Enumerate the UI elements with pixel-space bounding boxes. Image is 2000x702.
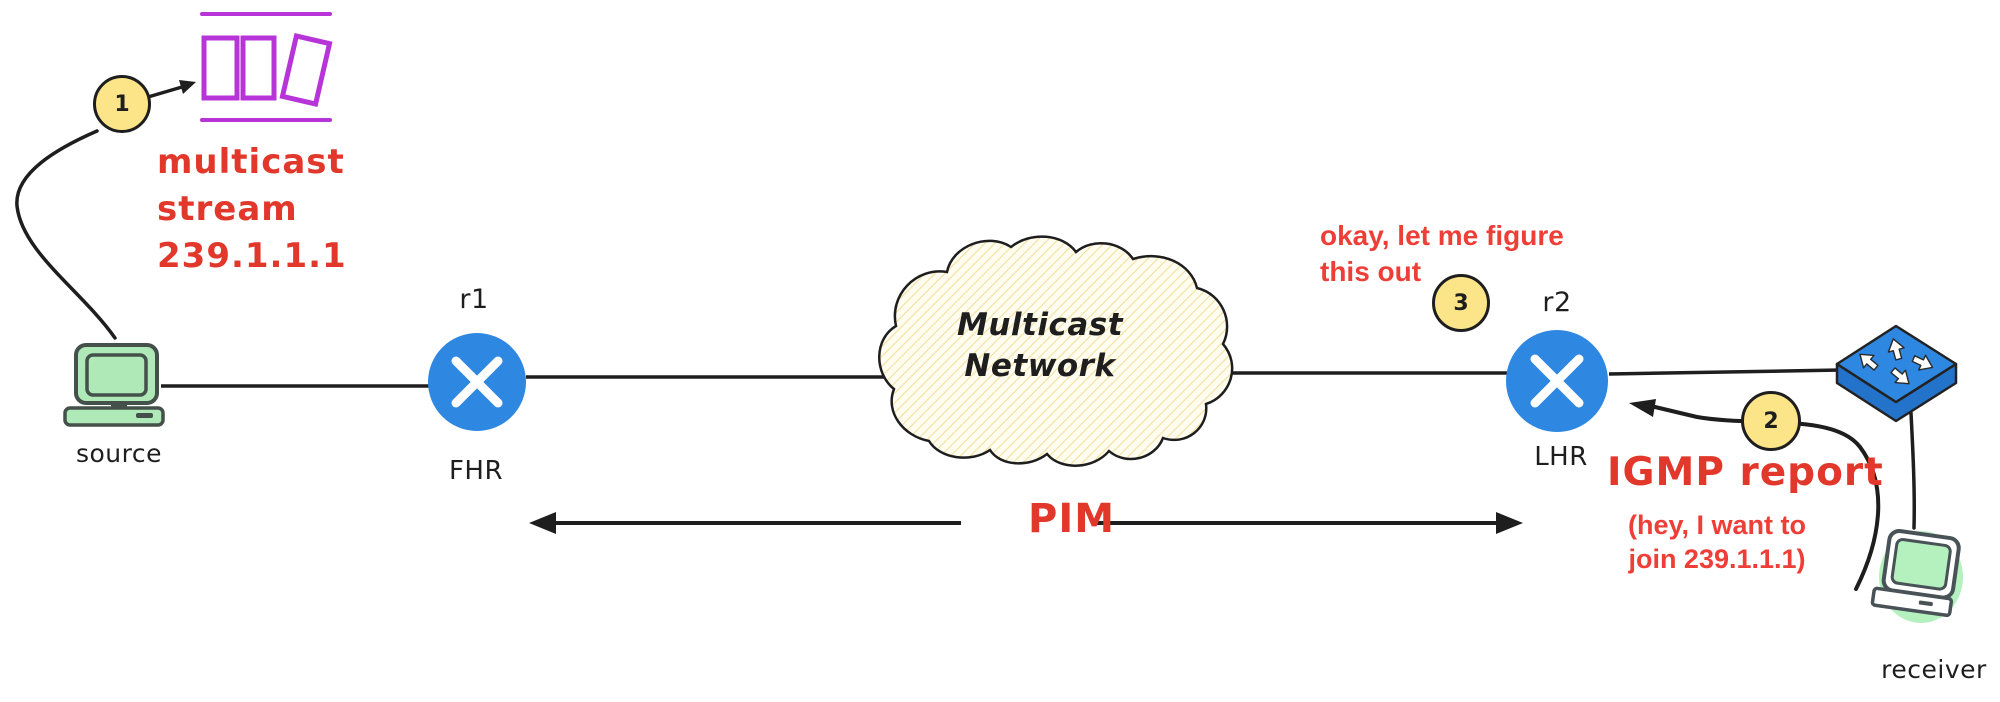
- arrow-step1-to-stream: [146, 80, 196, 99]
- r1-router-icon: [428, 333, 526, 431]
- receiver-label: receiver: [1881, 655, 1987, 684]
- source-label: source: [75, 439, 163, 468]
- r1-label: r1: [459, 284, 489, 315]
- igmp-report-label: IGMP report: [1607, 450, 1884, 495]
- cloud-label: Multicast Network: [956, 307, 1124, 384]
- step-badge-1: 1: [93, 75, 151, 133]
- multicast-stream-label: multicast stream 239.1.1.1: [157, 142, 347, 276]
- switch-icon: [1835, 324, 1958, 423]
- step-badge-2: 2: [1741, 391, 1801, 451]
- step-badge-3: 3: [1432, 274, 1490, 332]
- link-switch-receiver: [1909, 411, 1917, 530]
- r2-label: r2: [1542, 287, 1572, 318]
- cloud-icon: [878, 235, 1234, 467]
- r1-role-label: FHR: [448, 456, 504, 486]
- link-r2-switch: [1608, 368, 1842, 376]
- source-computer-icon: [63, 343, 165, 427]
- router-thought-note: okay, let me figure this out: [1320, 220, 1564, 287]
- pim-label: PIM: [1028, 496, 1116, 542]
- pim-double-arrow: [529, 512, 1523, 534]
- igmp-detail-note: (hey, I want to join 239.1.1.1): [1627, 510, 1807, 574]
- r2-router-icon: [1506, 330, 1608, 432]
- packets-icon: [200, 12, 333, 122]
- flow-curve-source-to-step1: [15, 129, 117, 340]
- receiver-computer-icon: [1870, 529, 1963, 623]
- r2-role-label: LHR: [1534, 442, 1588, 472]
